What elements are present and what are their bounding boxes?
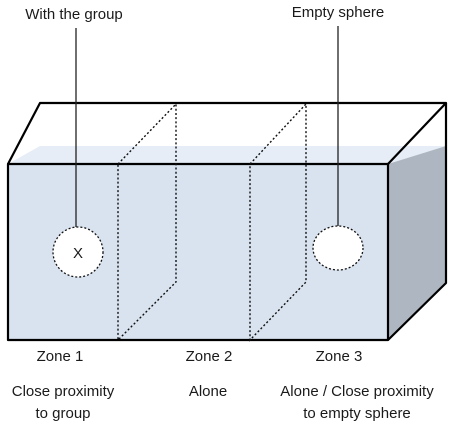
- tank-side-face: [388, 146, 446, 340]
- group-sphere: [52, 226, 104, 278]
- group-sphere-mark: X: [73, 245, 83, 262]
- zone-3-label: Zone 3: [316, 348, 363, 365]
- zone-2-label: Zone 2: [186, 348, 233, 365]
- water-surface: [8, 146, 446, 164]
- zone-1-label: Zone 1: [37, 348, 84, 365]
- zone-1-desc-line-1: Close proximity: [12, 383, 115, 400]
- divider-2: [249, 102, 307, 342]
- zone-2-desc-line-1: Alone: [189, 383, 227, 400]
- callout-empty-label: Empty sphere: [292, 4, 385, 21]
- zone-dividers: [117, 102, 307, 342]
- zone-3-desc-line-2: to empty sphere: [303, 405, 411, 422]
- zone-3-desc-line-1: Alone / Close proximity: [280, 383, 434, 400]
- zone-1-desc-line-2: to group: [35, 405, 90, 422]
- empty-sphere: [312, 225, 364, 271]
- tank-outline: [6, 101, 448, 342]
- callout-group-label: With the group: [25, 6, 123, 23]
- divider-1: [117, 102, 177, 342]
